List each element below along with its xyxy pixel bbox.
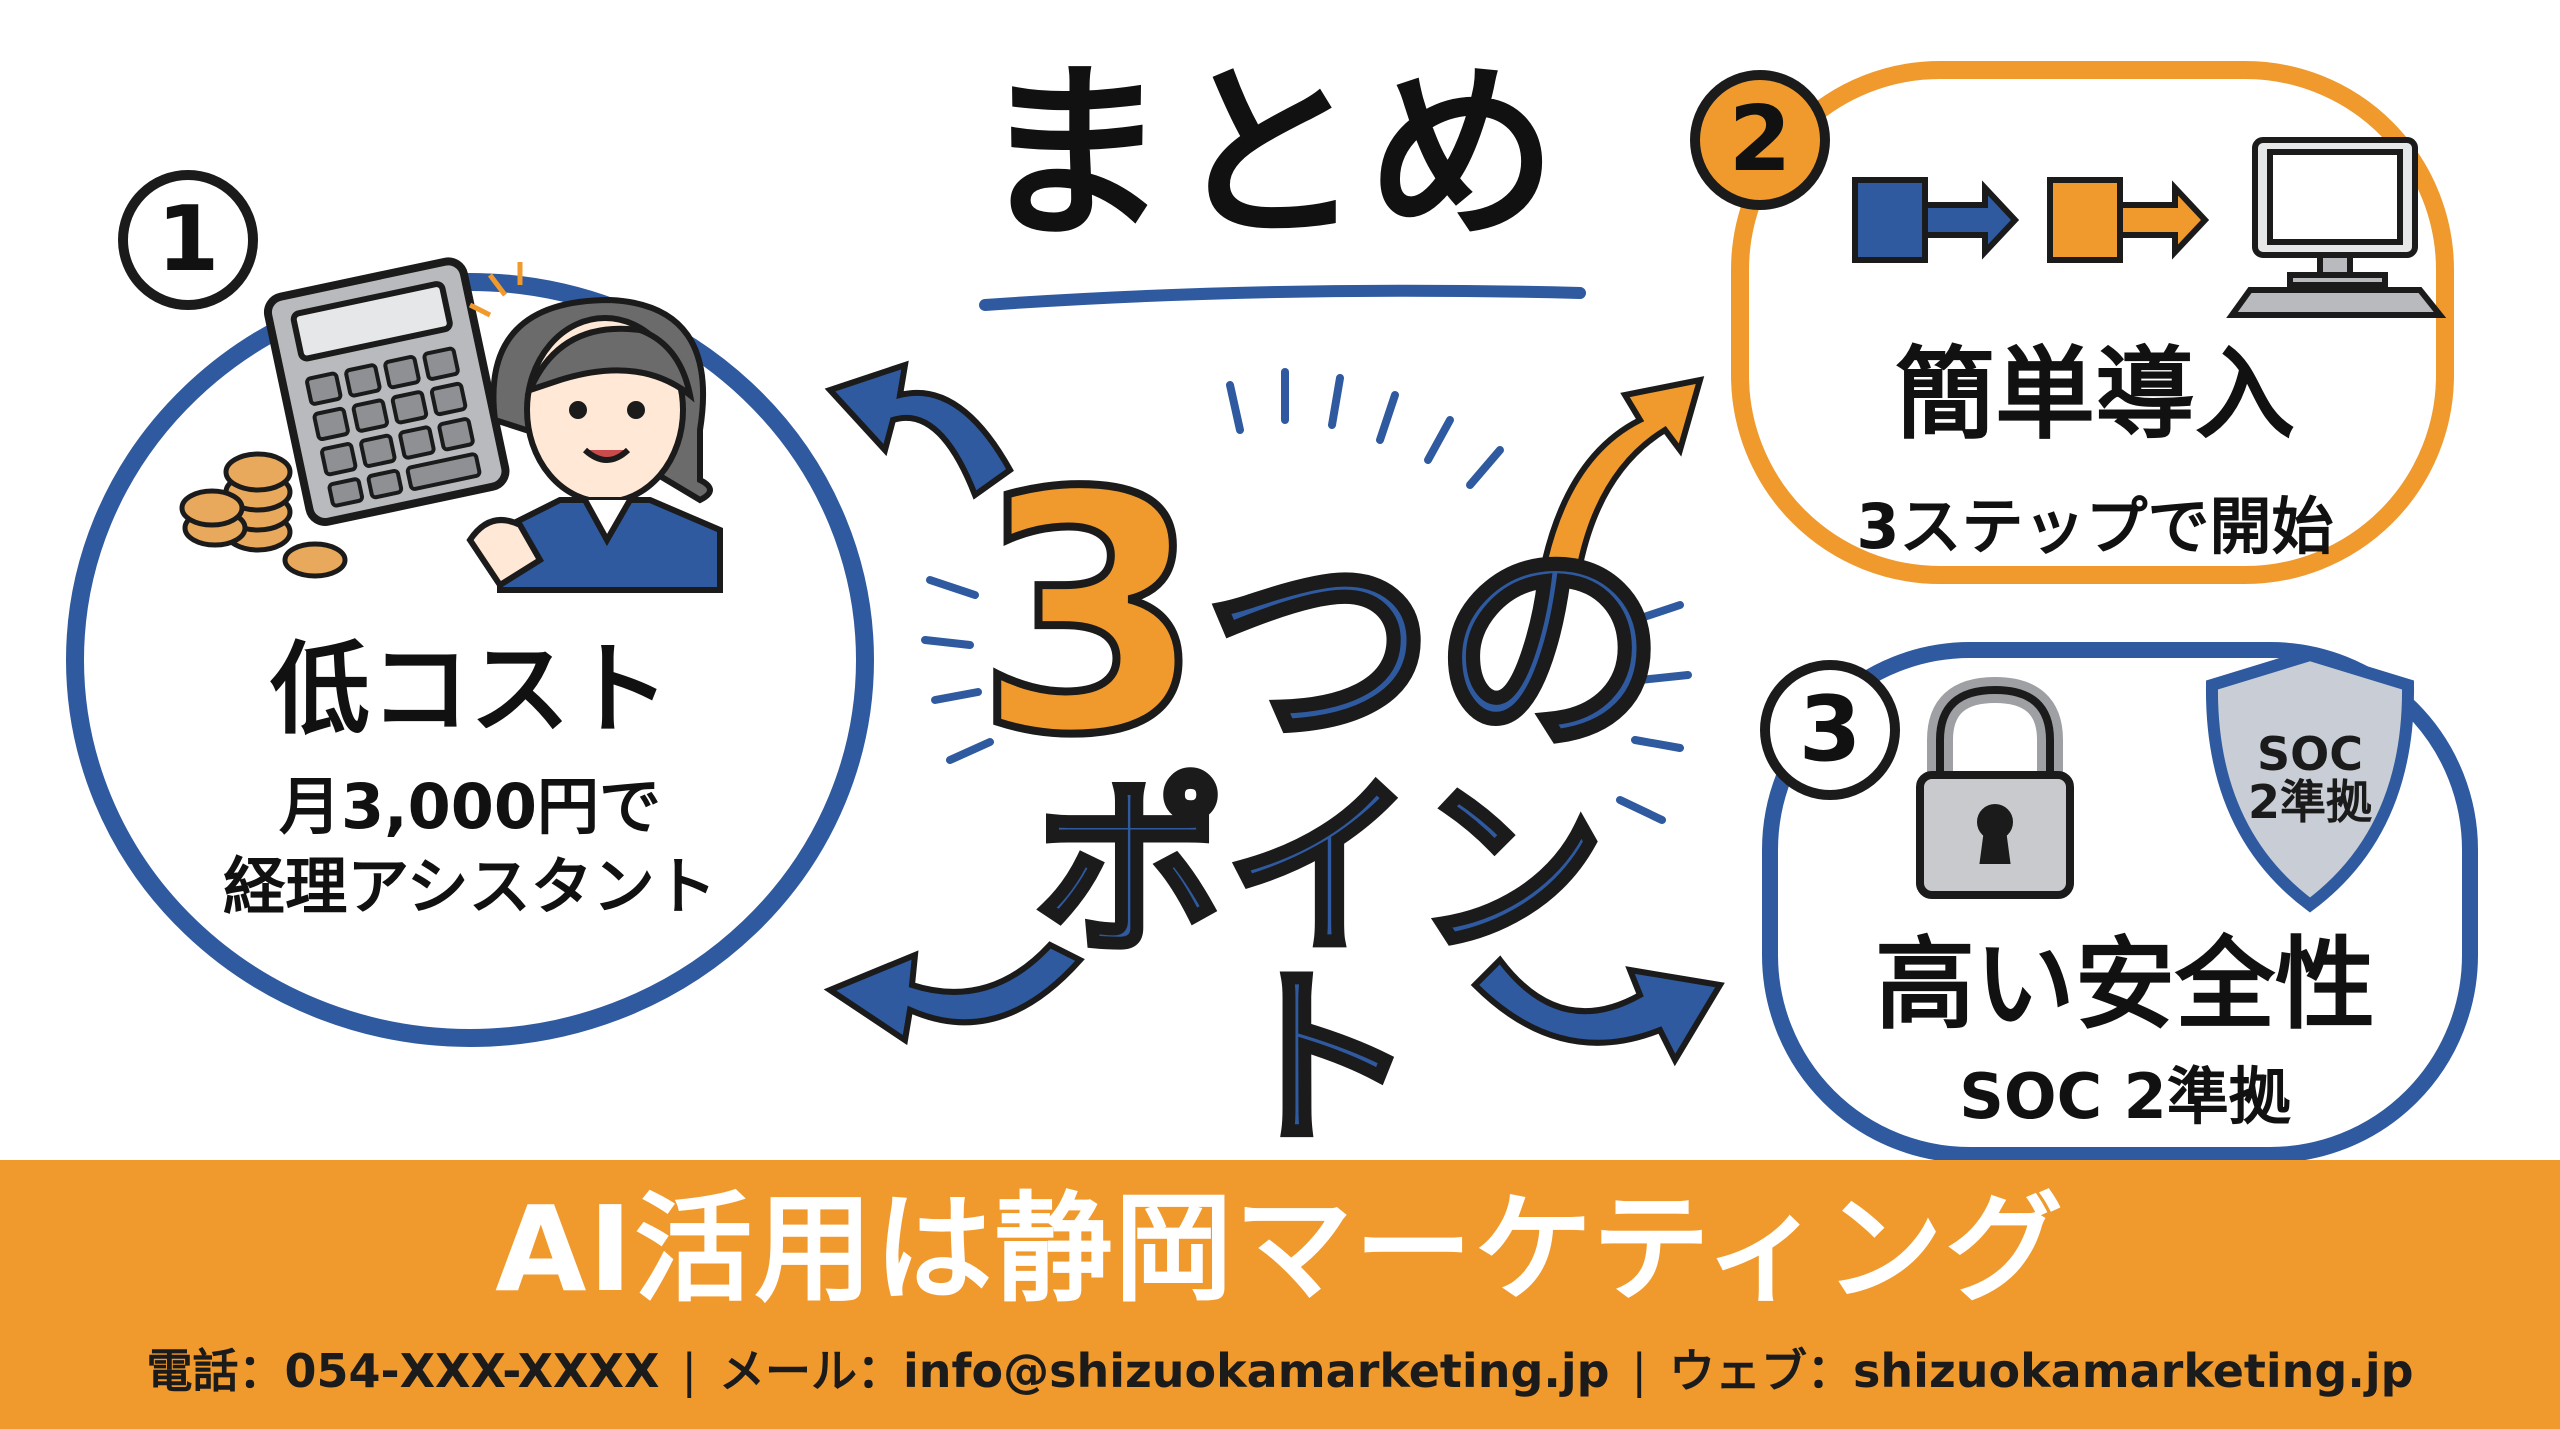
curved-arrow-icon xyxy=(823,360,1725,1067)
burst-lines xyxy=(921,368,1692,824)
center-suffix: つの xyxy=(1201,517,1668,784)
center-word: ポイント xyxy=(1031,759,1608,1170)
point1-badge: 1 xyxy=(118,170,258,310)
footer-contact: 電話：054-XXX-XXXX|メール：info@shizuokamarketi… xyxy=(0,1348,2560,1394)
footer-separator: | xyxy=(1631,1344,1648,1398)
point3-line1: SOC 2準拠 xyxy=(1959,1060,2291,1133)
point1-line2: 経理アシスタント xyxy=(223,850,717,923)
footer-mail: メール：info@shizuokamarketing.jp xyxy=(718,1344,1610,1398)
calculator-icon xyxy=(263,257,510,526)
computer-icon xyxy=(2226,137,2447,318)
center-number: 3 xyxy=(971,423,1209,807)
coins-icon xyxy=(179,451,348,579)
process-arrows-icon xyxy=(1852,177,2210,263)
shield-icon xyxy=(2205,649,2415,913)
shield-label-line1: SOC xyxy=(2257,727,2363,781)
shield-label: SOC 2準拠 xyxy=(2230,730,2390,827)
point3-heading: 高い安全性 xyxy=(1875,926,2375,1043)
point2-badge: 2 xyxy=(1690,70,1830,210)
footer-banner xyxy=(0,1160,2560,1429)
point1-line1: 月3,000円で xyxy=(278,770,662,843)
point2-line1: 3ステップで開始 xyxy=(1856,490,2334,563)
footer-title: AI活用は静岡マーケティング xyxy=(495,1180,2065,1318)
assistant-illustration xyxy=(466,262,723,593)
center-heading: 3つの xyxy=(960,446,1680,784)
shield-label-line2: 2準拠 xyxy=(2247,775,2372,830)
title-underline xyxy=(979,284,1586,311)
footer-separator: | xyxy=(681,1344,697,1398)
page-title: まとめ xyxy=(978,44,1561,265)
footer-web: ウェブ：shizuokamarketing.jp xyxy=(1669,1344,2414,1398)
footer-phone: 電話：054-XXX-XXXX xyxy=(146,1344,660,1398)
padlock-icon xyxy=(1916,676,2074,899)
point3-badge: 3 xyxy=(1760,660,1900,800)
point1-heading: 低コスト xyxy=(270,631,670,748)
point2-heading: 簡単導入 xyxy=(1895,336,2295,453)
